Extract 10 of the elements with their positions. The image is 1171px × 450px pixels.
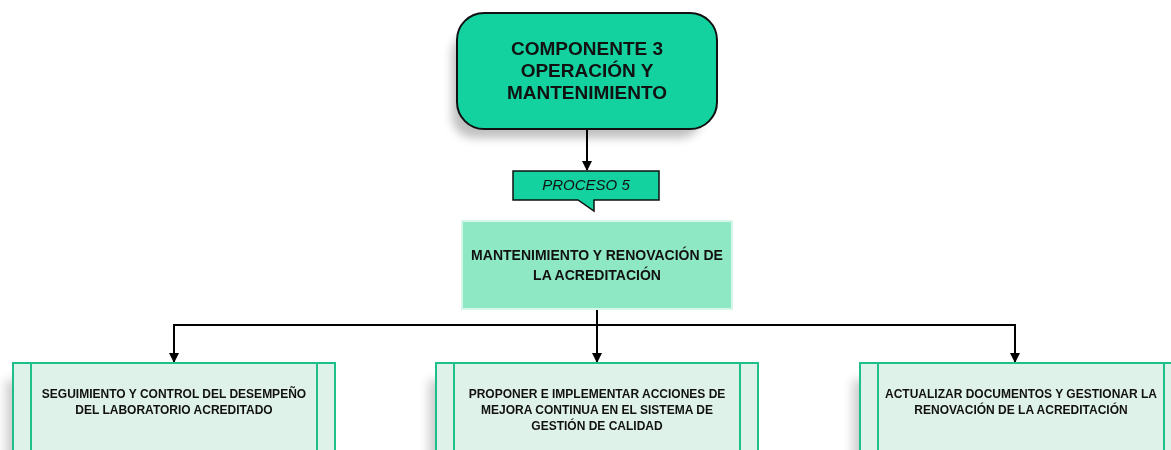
process-box xyxy=(461,220,733,310)
box-label: MANTENIMIENTO Y RENOVACIÓN DE LA ACREDITACIÓN xyxy=(470,245,724,285)
box-label: PROPONER E IMPLEMENTAR ACCIONES DE MEJORA CONTINUA EN EL SISTEMA DE GESTIÓN DE CALIDAD xyxy=(467,386,727,434)
box-label: SEGUIMIENTO Y CONTROL DEL DESEMPEÑO DEL LABORATORIO ACREDITADO xyxy=(40,386,308,418)
box-label: ACTUALIZAR DOCUMENTOS Y GESTIONAR LA RENOVACIÓN DE LA ACREDITACIÓN xyxy=(884,386,1158,418)
callout-label xyxy=(512,170,660,212)
rounded-process-box xyxy=(456,12,718,130)
box-label: COMPONENTE 3 OPERACIÓN Y MANTENIMIENTO xyxy=(505,38,669,104)
arrow xyxy=(582,129,592,171)
box-label: PROCESO 5 xyxy=(542,176,630,193)
